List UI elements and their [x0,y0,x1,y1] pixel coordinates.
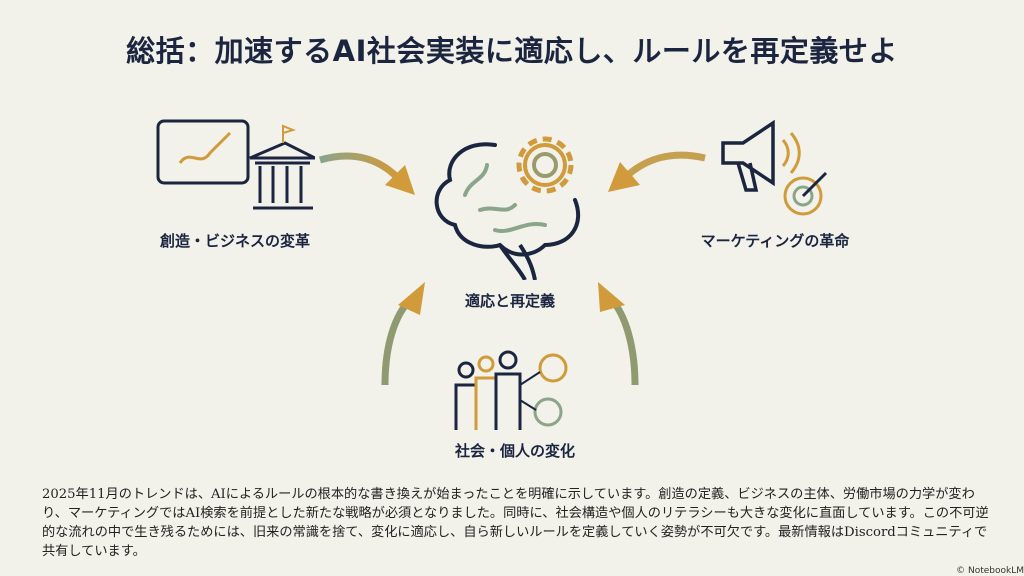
arrow-left-to-center [319,152,401,181]
people-network-icon [454,350,568,430]
megaphone-target-icon [721,119,828,216]
node-label-society: 社会・個人の変化 [454,442,575,460]
node-label-marketing: マーケティングの革命 [700,232,850,250]
watermark: © NotebookLM [956,566,1024,576]
arrow-right-to-center [625,151,706,178]
arrow-bottom-left [381,297,413,386]
summary-text: 2025年11月のトレンドは、AIによるルールの根本的な書き換えが始まったことを… [42,487,989,559]
center-label: 適応と再定義 [464,292,555,310]
arrow-head [608,162,640,192]
node-label-creation-business: 創造・ビジネスの変革 [159,232,310,250]
arrow-bottom-right [609,297,639,386]
arrow-head [385,165,415,195]
arrow-head [398,282,425,315]
arrow-head [598,282,625,312]
brain-gear-icon [434,136,581,280]
page-title: 総括：加速するAI社会実装に適応し、ルールを再定義せよ [126,34,898,68]
tablet-bank-icon [156,119,315,210]
arrows [319,151,706,386]
